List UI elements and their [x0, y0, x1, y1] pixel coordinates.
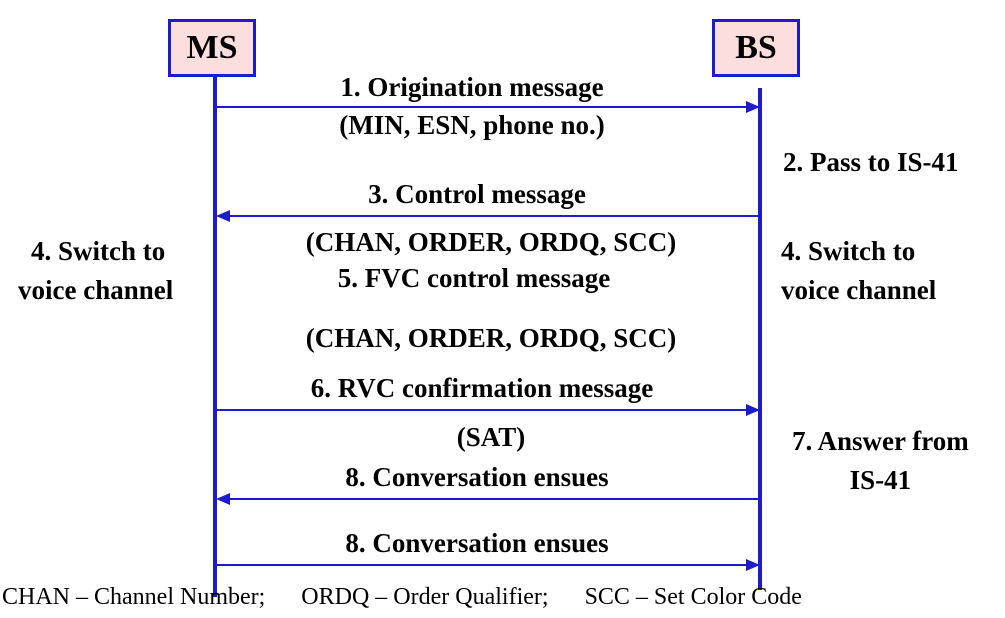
ms-switch-line1: 4. Switch to — [31, 236, 166, 266]
msg-rvc-label: 6. RVC confirmation message — [310, 373, 654, 403]
bs-switch-line2: voice channel — [781, 275, 937, 306]
bs-switch-note: 4. Switch to voice channel — [781, 232, 936, 310]
ms-switch-line2: voice channel — [18, 275, 174, 306]
answer-note: 7. Answer from IS-41 — [792, 422, 969, 500]
msg-fvc-params: (CHAN, ORDER, ORDQ, SCC) — [305, 323, 677, 353]
bs-entity-box: BS — [712, 19, 800, 77]
arrow-origination-right — [216, 101, 760, 113]
msg-pass-to-is41: 2. Pass to IS-41 — [783, 147, 959, 177]
ms-entity-box: MS — [168, 19, 256, 77]
arrow-conversation-right — [216, 559, 760, 571]
bs-label: BS — [735, 29, 777, 66]
msg-control-params: (CHAN, ORDER, ORDQ, SCC) — [305, 227, 677, 257]
ms-label: MS — [186, 29, 238, 66]
answer-line1: 7. Answer from — [792, 426, 969, 456]
ms-switch-note: 4. Switch to voice channel — [18, 232, 173, 310]
bs-switch-line1: 4. Switch to — [781, 236, 916, 266]
msg-rvc-params: (SAT) — [456, 422, 526, 452]
msg-origination-label: 1. Origination message — [340, 72, 604, 102]
bs-lifeline — [758, 88, 762, 590]
answer-line2: IS-41 — [849, 465, 912, 496]
msg-conversation-1: 8. Conversation ensues — [345, 462, 609, 492]
msg-fvc-label: 5. FVC control message — [337, 263, 611, 293]
arrow-control-left — [216, 210, 760, 222]
legend-scc: SCC – Set Color Code — [584, 584, 802, 610]
legend: CHAN – Channel Number; ORDQ – Order Qual… — [2, 585, 832, 609]
legend-ordq: ORDQ – Order Qualifier; — [301, 584, 549, 610]
msg-origination-params: (MIN, ESN, phone no.) — [339, 110, 605, 140]
ms-lifeline — [213, 77, 217, 597]
legend-chan: CHAN – Channel Number; — [2, 584, 266, 610]
msg-conversation-2: 8. Conversation ensues — [345, 528, 609, 558]
arrow-conversation-left — [216, 493, 760, 505]
arrow-rvc-right — [216, 404, 760, 416]
msg-control-label: 3. Control message — [368, 179, 586, 209]
